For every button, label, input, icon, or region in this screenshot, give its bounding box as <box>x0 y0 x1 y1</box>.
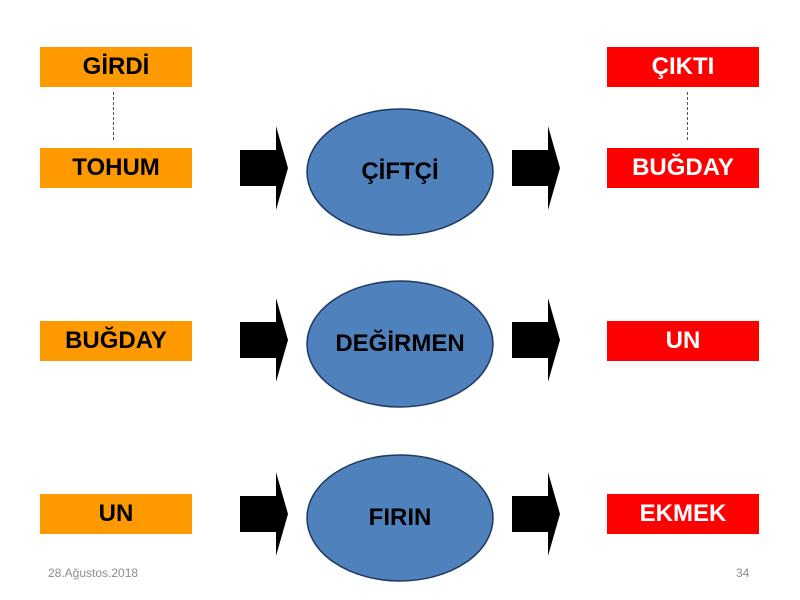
process-label: FIRIN <box>368 504 432 531</box>
output-box: EKMEK <box>607 494 759 534</box>
input-header: GİRDİ <box>40 47 192 87</box>
output-box: UN <box>607 321 759 361</box>
arrow-right-icon <box>240 472 288 556</box>
arrow-right-icon <box>512 472 560 556</box>
output-connector-line <box>687 92 688 140</box>
input-box: BUĞDAY <box>40 321 192 361</box>
process-label: ÇİFTÇİ <box>361 158 439 185</box>
slide-date: 28.Ağustos.2018 <box>48 566 139 580</box>
process-ellipse: DEĞİRMEN <box>300 274 500 414</box>
input-connector-line <box>113 92 114 140</box>
slide-number: 34 <box>736 566 750 580</box>
output-header: ÇIKTI <box>607 47 759 87</box>
process-ellipse: FIRIN <box>300 448 500 588</box>
output-box: BUĞDAY <box>607 148 759 188</box>
arrow-right-icon <box>512 298 560 382</box>
input-box: TOHUM <box>40 148 192 188</box>
input-box: UN <box>40 494 192 534</box>
arrow-right-icon <box>512 126 560 210</box>
process-ellipse: ÇİFTÇİ <box>300 102 500 242</box>
arrow-right-icon <box>240 298 288 382</box>
arrow-right-icon <box>240 126 288 210</box>
process-label: DEĞİRMEN <box>335 330 465 357</box>
